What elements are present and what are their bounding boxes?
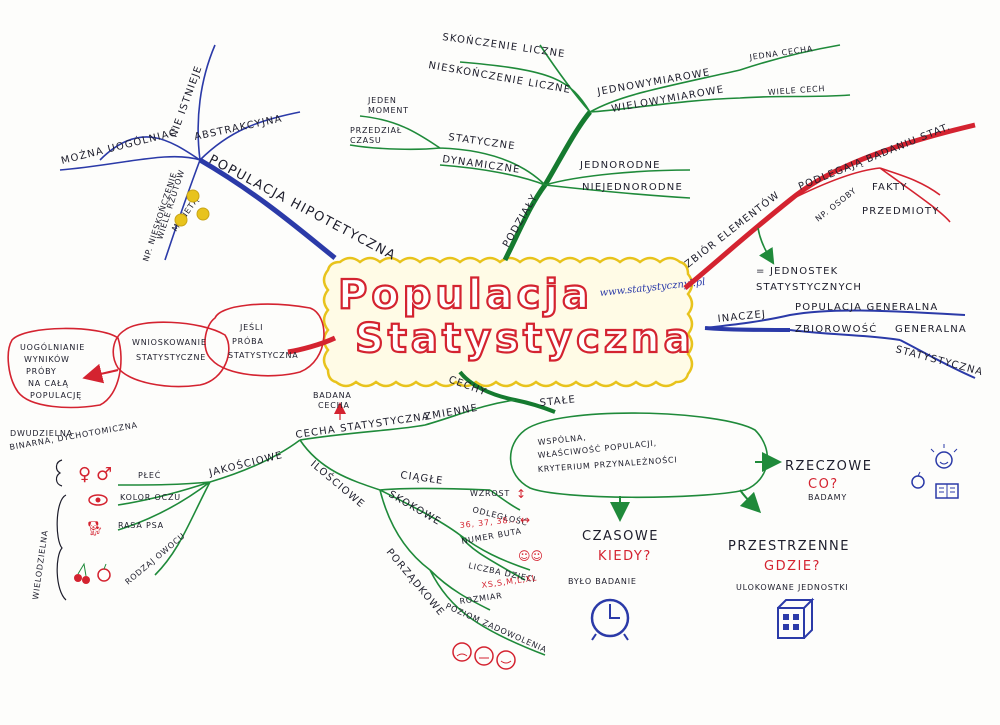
female-icon: ♀ xyxy=(78,464,91,485)
coin-icon xyxy=(174,213,188,227)
label-constant: stałe xyxy=(539,394,576,409)
vertical-arrow-icon: ↕ xyxy=(516,487,526,501)
smiley-sun-icon xyxy=(930,444,958,469)
branch-divisions: podziały skończenie liczne nieskończenie… xyxy=(349,30,851,262)
label-when-sub: było badanie xyxy=(568,577,637,586)
label-discrete: skokowe xyxy=(387,489,443,528)
label-dynamic: dynamiczne xyxy=(442,154,522,176)
label-what-sub: badamy xyxy=(808,493,847,502)
label-to-whole: na całą xyxy=(28,379,69,388)
apple-icon xyxy=(97,563,111,582)
label-stat-units: statystycznych xyxy=(756,282,862,293)
label-satisfaction: poziom zadowolenia xyxy=(444,602,548,655)
alarm-clock-icon xyxy=(590,598,630,641)
label-dichotomous-1: dwudzielna xyxy=(10,429,73,438)
label-generalizing: uogólnianie xyxy=(20,341,85,352)
branch-hypothetical: Populacja hipotetyczna abstrakcyjna możn… xyxy=(60,44,399,264)
label-results: wyników xyxy=(24,353,70,364)
label-one-feature: jedna cecha xyxy=(748,44,814,62)
label-material: rzeczowe xyxy=(785,459,872,474)
label-general-pop: populacja generalna xyxy=(795,302,938,313)
children-icon: ☺☺ xyxy=(518,549,543,563)
label-stat-feature: cecha statystyczna xyxy=(295,411,431,441)
bubble-constant xyxy=(509,412,769,499)
dog-icon: 🐕︎ xyxy=(86,521,104,537)
label-one-moment-2: moment xyxy=(368,106,409,115)
book-icon xyxy=(935,483,959,499)
label-multi: wielodzielna xyxy=(31,529,50,600)
coin-icon xyxy=(196,207,210,221)
label-temporal: czasowe xyxy=(582,529,659,544)
label-sample-stat: statystyczna xyxy=(228,351,299,360)
label-studied-2: cecha xyxy=(318,401,350,410)
building-icon xyxy=(777,597,815,639)
label-homogeneous: jednorodne xyxy=(579,160,661,171)
coin-icon xyxy=(186,189,200,203)
label-when: kiedy? xyxy=(598,549,652,564)
label-otherwise: inaczej xyxy=(717,309,766,325)
male-icon: ♂ xyxy=(96,464,112,485)
label-interval-2: czasu xyxy=(350,136,381,145)
label-sample: próba xyxy=(232,335,264,346)
label-statistical: statystyczna xyxy=(894,344,984,378)
label-interval-1: przedział xyxy=(350,126,402,135)
label-heterogeneous: niejednorodne xyxy=(582,182,683,193)
label-one-moment-1: jeden xyxy=(367,96,397,105)
label-example-persons: np. osoby xyxy=(814,186,859,224)
branch-sample: jeśli próba statystyczna wnioskowanie st… xyxy=(7,303,337,409)
branch-constant-info: wspólna, właściwość populacji, kryterium… xyxy=(509,412,959,641)
label-objects: przedmioty xyxy=(862,206,940,217)
label-finite: skończenie liczne xyxy=(442,30,567,60)
label-continuous: ciągłe xyxy=(400,470,445,487)
label-what: co? xyxy=(808,477,839,492)
cherry-icon xyxy=(74,562,90,584)
label-elements-set: zbiór elementów xyxy=(682,188,782,270)
label-height: wzrost xyxy=(470,489,510,498)
label-size: rozmiar xyxy=(459,591,503,606)
label-eye-color: kolor oczu xyxy=(120,493,181,502)
branch-otherwise: inaczej populacja generalna zbiorowość g… xyxy=(704,302,985,379)
label-dog-breed: rasa psa xyxy=(118,521,164,530)
label-many-features: wiele cech xyxy=(768,84,826,97)
eye-icon xyxy=(88,494,108,506)
label-if: jeśli xyxy=(239,321,263,332)
apple-outline-icon xyxy=(911,471,925,489)
bubble-inference xyxy=(112,321,230,388)
title-line1: Populacja xyxy=(338,272,593,318)
label-variable: zmienne xyxy=(424,403,480,423)
label-equals-units: = jednostek xyxy=(756,266,838,277)
label-where: gdzie? xyxy=(764,559,821,574)
central-node: Populacja Statystyczna www.statystycznyl… xyxy=(322,256,706,388)
label-fruit-type: rodzaj owocu xyxy=(124,531,188,586)
label-spatial: przestrzenne xyxy=(728,539,850,554)
bubble-generalize xyxy=(7,327,122,409)
label-collectivity: zbiorowość xyxy=(795,322,877,335)
title-line2: Statystyczna xyxy=(355,316,695,362)
label-general: generalna xyxy=(895,324,967,335)
label-abstract: abstrakcyjna xyxy=(193,113,283,142)
label-inference: wnioskowanie xyxy=(132,338,207,347)
satisfaction-faces-icon xyxy=(452,642,516,670)
label-common: wspólna, xyxy=(537,431,587,447)
label-divisions: podziały xyxy=(501,192,540,249)
label-studied-1: badana xyxy=(313,391,352,400)
label-sample-of: próby xyxy=(26,365,57,376)
label-qualitative: jakościowe xyxy=(207,448,285,479)
label-facts: fakty xyxy=(872,182,908,193)
horizontal-arrow-icon: ↔ xyxy=(520,513,530,527)
branch-elements: zbiór elementów podlegają badaniu stat. … xyxy=(682,121,976,293)
label-quantitative: ilościowe xyxy=(308,457,368,510)
central-bubble xyxy=(322,256,694,388)
label-inference-stat: statystyczne xyxy=(136,353,206,362)
bubble-if-sample xyxy=(204,303,325,377)
branch-features: cechy zmienne stałe cecha statystyczna b… xyxy=(9,370,577,670)
label-hypothetical: Populacja hipotetyczna xyxy=(206,152,398,264)
label-generalize: można uogólniać xyxy=(60,125,179,166)
label-where-sub: ulokowane jednostki xyxy=(736,583,849,592)
label-sex: płeć xyxy=(138,469,161,480)
label-population: populację xyxy=(30,391,82,400)
label-shoe-number: numer buta xyxy=(461,527,523,546)
